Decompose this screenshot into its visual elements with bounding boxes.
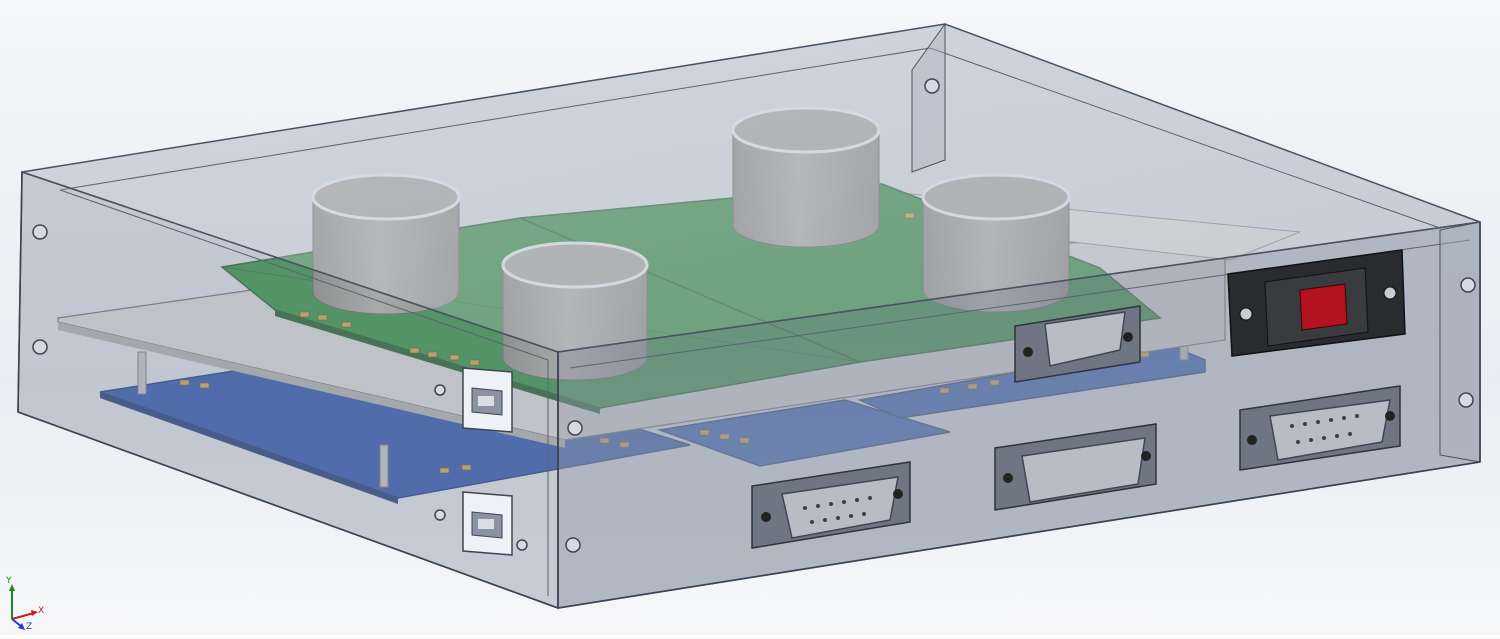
power-switch[interactable] [1227, 249, 1406, 357]
dsub-connector-top[interactable] [1014, 305, 1141, 383]
triad-y-label: Y [6, 576, 12, 586]
dsub-connector-right[interactable] [1239, 385, 1401, 471]
usb-b-connector-lower[interactable] [462, 491, 513, 556]
coordinate-triad: Y X Z [0, 575, 50, 635]
triad-z-label: Z [26, 622, 33, 632]
enclosure-edges [17, 171, 1481, 609]
dsub-connector-middle[interactable] [994, 423, 1157, 511]
usb-b-connector-upper[interactable] [462, 367, 513, 433]
triad-x-label: X [38, 606, 45, 616]
dsub-pins [803, 414, 1359, 524]
coordinate-triad-icon [9, 584, 38, 630]
screw-holes [32, 78, 1476, 553]
